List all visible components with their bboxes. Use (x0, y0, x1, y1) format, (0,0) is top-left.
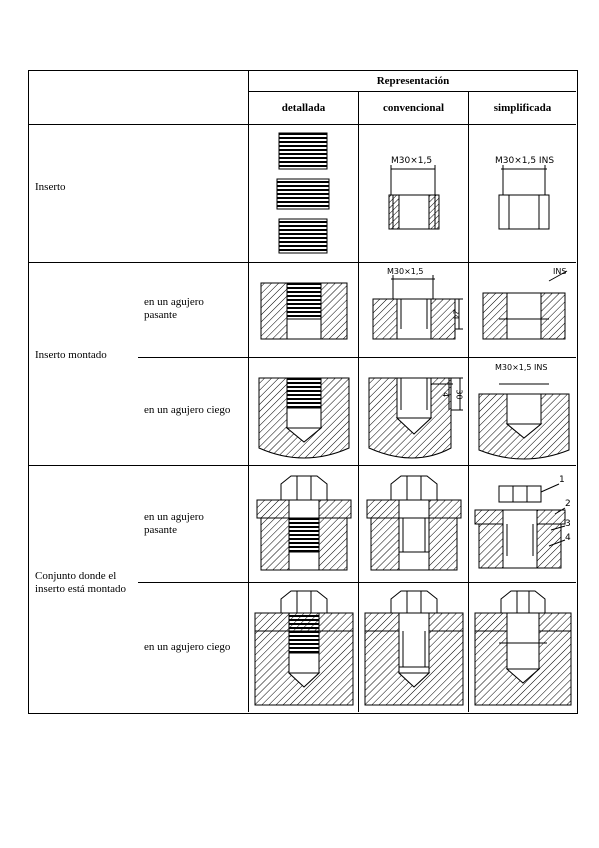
drawing-simplificada-montado-ciego: M30×1,5 INS (469, 358, 576, 465)
conv-pasante-dim: M30×1,5 (387, 267, 424, 276)
ins-label: INS (553, 267, 567, 276)
label-inserto-montado: Inserto montado (35, 349, 107, 361)
simp-inserto-dim: M30×1,5 INS (495, 156, 555, 166)
drawing-simplificada-conjunto-pasante: 1 2 3 4 (469, 466, 576, 582)
drawing-convencional-montado-ciego: 4 30 (359, 358, 468, 465)
callout-1: 1 (559, 475, 565, 485)
dim-4: 4 (441, 391, 451, 398)
representation-table: Representación detallada convencional si… (28, 70, 578, 714)
simp-ciego-dim: M30×1,5 INS (495, 363, 548, 372)
conv-inserto-dim: M30×1,5 (391, 156, 433, 166)
drawing-detallada-conjunto-ciego (249, 583, 358, 712)
drawing-simplificada-montado-pasante: INS (469, 263, 576, 357)
label-ciego-1: en un agujero ciego (144, 404, 231, 416)
row-line-1 (29, 262, 576, 263)
drawing-detallada-montado-pasante (249, 263, 358, 357)
drawing-detallada-montado-ciego (249, 358, 358, 465)
header-detallada: detallada (281, 102, 326, 114)
drawing-convencional-inserto: M30×1,5 (359, 125, 468, 262)
label-pasante-1: en un agujero pasante (144, 296, 204, 321)
drawing-simplificada-conjunto-ciego (469, 583, 576, 712)
header-simplificada: simplificada (493, 102, 552, 114)
drawing-convencional-conjunto-pasante (359, 466, 468, 582)
drawing-detallada-inserto (249, 125, 358, 262)
drawing-convencional-montado-pasante: M30×1,5 24 (359, 263, 468, 357)
header-convencional: convencional (382, 102, 445, 114)
col-divider-1 (248, 71, 249, 712)
callout-2: 2 (565, 499, 571, 509)
row-line-4 (138, 582, 576, 583)
label-inserto: Inserto (35, 181, 66, 193)
drawing-convencional-conjunto-ciego (359, 583, 468, 712)
row-line-2 (138, 357, 576, 358)
dim-24: 24 (451, 309, 461, 320)
col-divider-2 (358, 91, 359, 712)
header-bottom-line (29, 124, 576, 125)
label-conjunto: Conjunto donde el inserto está montado (35, 570, 127, 595)
col-divider-3 (468, 91, 469, 712)
callout-4: 4 (565, 533, 571, 543)
row-line-3 (29, 465, 576, 466)
drawing-simplificada-inserto: M30×1,5 INS (469, 125, 576, 262)
dim-30: 30 (454, 389, 464, 400)
drawing-detallada-conjunto-pasante (249, 466, 358, 582)
header-subline (248, 91, 576, 92)
header-representacion: Representación (376, 75, 450, 87)
label-ciego-2: en un agujero ciego (144, 641, 231, 653)
label-pasante-2: en un agujero pasante (144, 511, 204, 536)
callout-3: 3 (565, 519, 571, 529)
